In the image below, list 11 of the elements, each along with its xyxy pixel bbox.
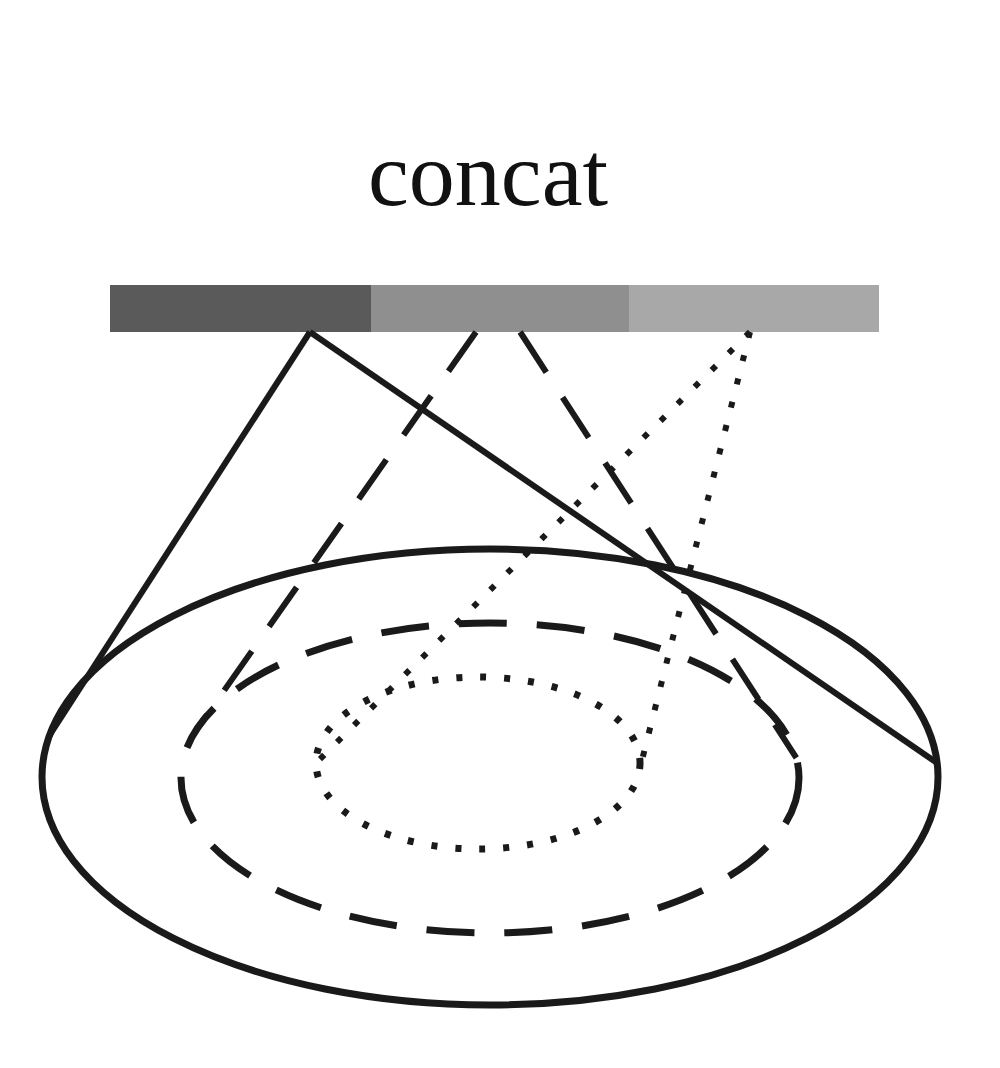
bar-segment [629, 285, 879, 332]
connector-line [192, 330, 479, 735]
ellipse-outline [177, 619, 803, 937]
connector-line [308, 329, 939, 766]
connector-line [517, 330, 799, 760]
bar-segment [110, 285, 371, 332]
connector-line [47, 330, 313, 737]
bar-segment [371, 285, 629, 332]
ellipse-outline [38, 545, 942, 1009]
ellipse-outline [312, 673, 644, 853]
title: concat [368, 128, 609, 220]
